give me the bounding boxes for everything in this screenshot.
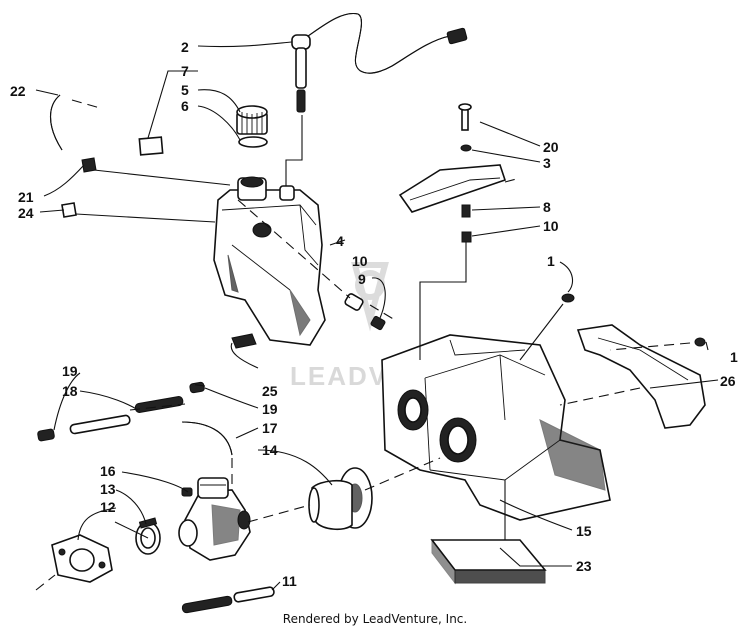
callout-10-left: 10: [352, 253, 368, 269]
callout-20: 20: [543, 139, 559, 155]
callout-18: 18: [62, 383, 78, 399]
leader-lines: [35, 41, 719, 591]
outlet-fitting: [231, 333, 257, 349]
oil-tank: [213, 176, 326, 346]
level-sensor: [291, 12, 468, 113]
callout-15: 15: [576, 523, 592, 539]
air-silencer: [381, 293, 611, 521]
decal-plate: [138, 136, 164, 156]
callout-19-right: 19: [262, 401, 278, 417]
fitting-10: [370, 315, 386, 331]
callout-7: 7: [181, 63, 189, 79]
callout-9: 9: [358, 271, 366, 287]
callout-3: 3: [543, 155, 551, 171]
callout-10-right: 10: [543, 218, 559, 234]
mount-strap: [576, 324, 706, 429]
clamp: [135, 517, 161, 555]
callout-12: 12: [100, 499, 116, 515]
callout-23: 23: [576, 558, 592, 574]
callout-11: 11: [282, 573, 297, 589]
callout-1-top: 1: [547, 253, 555, 269]
callout-13: 13: [100, 481, 116, 497]
callout-1-right: 1: [730, 349, 738, 365]
callout-24: 24: [18, 205, 34, 221]
filler-cap: [236, 105, 268, 148]
carburetor: [178, 477, 251, 561]
callout-5: 5: [181, 82, 189, 98]
callout-2: 2: [181, 39, 189, 55]
vent-hose: [50, 94, 97, 218]
callout-14: 14: [262, 442, 278, 458]
callout-22: 22: [10, 83, 26, 99]
callout-21: 21: [18, 189, 34, 205]
callout-8: 8: [543, 199, 551, 215]
callout-26: 26: [720, 373, 736, 389]
callout-4: 4: [336, 233, 344, 249]
callout-19-left: 19: [62, 363, 78, 379]
mount-hardware: [398, 103, 507, 243]
foam-pad: [430, 538, 547, 585]
callout-6: 6: [181, 98, 189, 114]
callout-16: 16: [100, 463, 116, 479]
intake-boot: [308, 467, 373, 531]
intake-flange: [51, 534, 113, 583]
callout-25: 25: [262, 383, 278, 399]
credit-text: Rendered by LeadVenture, Inc.: [282, 612, 468, 626]
callout-17: 17: [262, 420, 278, 436]
callout-labels: 2 7 5 6 22 21 24 4 10 9 20 3 8 10 1 1 26…: [10, 39, 738, 589]
watermark-logo: [351, 262, 389, 332]
